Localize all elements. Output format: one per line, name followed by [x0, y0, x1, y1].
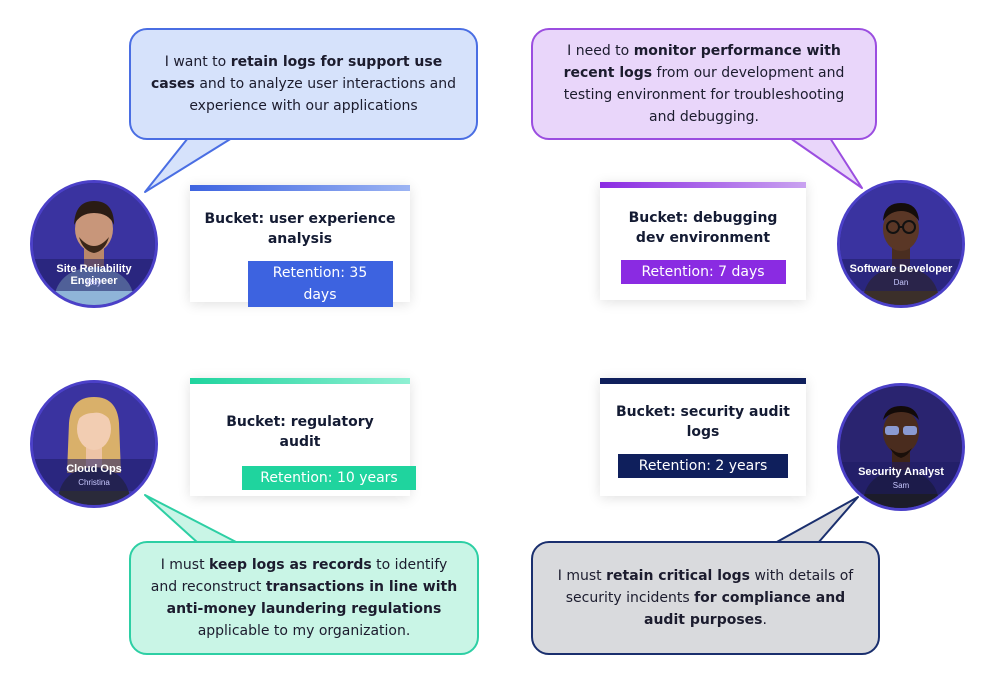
- sre-speech-bubble: I want to retain logs for support use ca…: [129, 28, 478, 140]
- role-band: [840, 259, 962, 291]
- persona-name: Sam: [892, 481, 910, 490]
- bucket-title: Bucket: security audit logs: [616, 404, 790, 440]
- ops-speech-bubble: I must keep logs as records to identify …: [129, 541, 479, 655]
- avatar-software-developer: Software Developer Dan: [837, 180, 965, 308]
- sre-bubble-tail: [144, 137, 233, 193]
- card-accent-bar: [190, 378, 410, 384]
- bucket-title: Bucket: debugging dev environment: [628, 210, 778, 246]
- retention-badge: Retention: 7 days: [620, 260, 786, 284]
- card-accent-bar: [600, 378, 806, 384]
- avatar-site-reliability-engineer: Site Reliability Engineer Rey: [30, 180, 158, 308]
- bucket-card-debugging: Bucket: debugging dev environment Retent…: [600, 182, 806, 300]
- persona-name: Christina: [78, 478, 110, 487]
- persona-role: Site Reliability Engineer: [56, 263, 132, 287]
- role-band: [33, 259, 155, 291]
- card-accent-bar: [600, 182, 806, 188]
- role-band: [840, 462, 962, 494]
- role-band: [33, 459, 155, 491]
- bucket-card-user-experience: Bucket: user experience analysis Retenti…: [190, 185, 410, 307]
- bucket-card-regulatory-audit: Bucket: regulatory audit Retention: 10 y…: [190, 378, 416, 496]
- sec-speech-bubble: I must retain critical logs with details…: [531, 541, 880, 655]
- dev-bubble-tail: [789, 137, 863, 189]
- persona-name: Rey: [86, 278, 102, 287]
- retention-badge: Retention: 35 days: [247, 261, 393, 307]
- avatar-security-analyst: Security Analyst Sam: [837, 383, 965, 511]
- avatar-cloud-ops: Cloud Ops Christina: [30, 380, 158, 508]
- persona-name: Dan: [893, 278, 909, 287]
- persona-role: Cloud Ops: [66, 463, 122, 475]
- persona-role: Software Developer: [849, 263, 953, 275]
- retention-badge: Retention: 2 years: [618, 454, 788, 478]
- bucket-title: Bucket: regulatory audit: [226, 414, 374, 450]
- dev-speech-bubble: I need to monitor performance with recen…: [531, 28, 877, 140]
- ops-bubble-tail: [144, 494, 239, 544]
- persona-role: Security Analyst: [858, 466, 944, 478]
- retention-badge: Retention: 10 years: [242, 466, 416, 490]
- bucket-title: Bucket: user experience analysis: [204, 211, 396, 247]
- bucket-card-security-audit: Bucket: security audit logs Retention: 2…: [600, 378, 806, 496]
- card-accent-bar: [190, 185, 410, 191]
